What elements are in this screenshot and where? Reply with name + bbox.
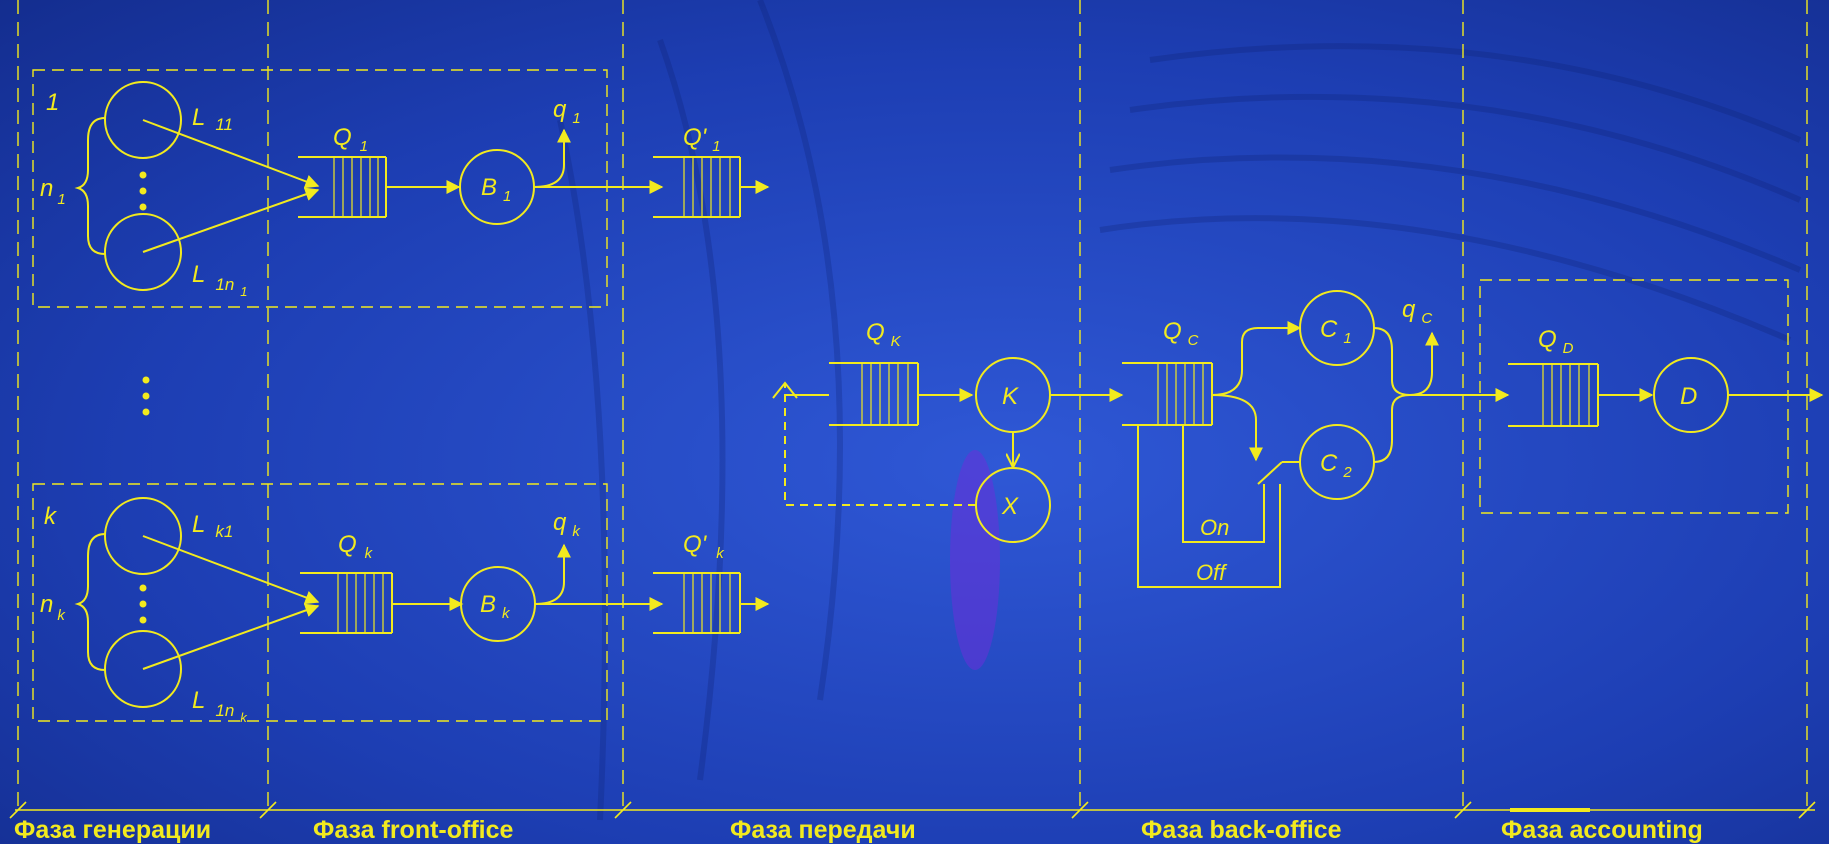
queue-qk-transfer — [829, 362, 919, 426]
phase-separators — [17, 0, 1808, 810]
server-label-k: K — [1002, 383, 1019, 410]
queue-label-qk-prime: Q'k — [683, 531, 725, 562]
source-flow-l11 — [142, 119, 320, 189]
phase-label-accounting: Фаза accounting — [1501, 816, 1703, 844]
queue-q1-prime — [653, 156, 741, 218]
phase-label-front-office: Фаза front-office — [313, 816, 514, 844]
queue-qk — [300, 572, 393, 634]
reject-label-x: X — [1001, 493, 1019, 520]
background-glow — [950, 450, 1000, 670]
flow-qc-to-c2 — [1211, 394, 1263, 462]
phase-label-generation: Фаза генерации — [14, 816, 211, 844]
group-box-1 — [32, 69, 608, 308]
source-ellipsis-1 — [139, 171, 147, 211]
source-circle-l1nk — [104, 630, 182, 708]
switch-label-on: On — [1200, 515, 1229, 540]
accounting-box — [1479, 279, 1789, 514]
switch-lever — [1257, 461, 1283, 485]
groups-ellipsis — [142, 376, 150, 416]
source-ellipsis-k — [139, 584, 147, 624]
source-flow-lk1 — [142, 535, 320, 605]
queue-label-q1-prime: Q'1 — [683, 124, 721, 155]
server-label-d: D — [1680, 383, 1697, 410]
source-flow-l1n1 — [142, 187, 320, 253]
switch-on-loop — [1182, 425, 1265, 543]
flow-c1-merge — [1373, 327, 1411, 396]
group-brace-1 — [74, 117, 106, 255]
source-flow-l1nk — [142, 603, 320, 670]
background-texture — [557, 0, 1802, 821]
group-box-k — [32, 483, 608, 722]
retry-arrowhead — [772, 381, 798, 399]
group-brace-k — [74, 533, 106, 671]
flow-c2-merge — [1373, 394, 1411, 463]
group-index-1: 1 — [46, 89, 59, 116]
source-circle-l1n1 — [104, 213, 182, 291]
phase-label-back-office: Фаза back-office — [1141, 816, 1342, 844]
group-index-k: k — [44, 503, 58, 530]
flow-qc-to-c1 — [1211, 321, 1302, 396]
source-circle-lk1 — [104, 497, 182, 575]
switch-label-off: Off — [1196, 560, 1228, 585]
retry-flow — [784, 384, 976, 506]
switch-off-loop — [1137, 425, 1281, 588]
phase-label-transfer: Фаза передачи — [730, 816, 916, 844]
source-circle-l11 — [104, 81, 182, 159]
